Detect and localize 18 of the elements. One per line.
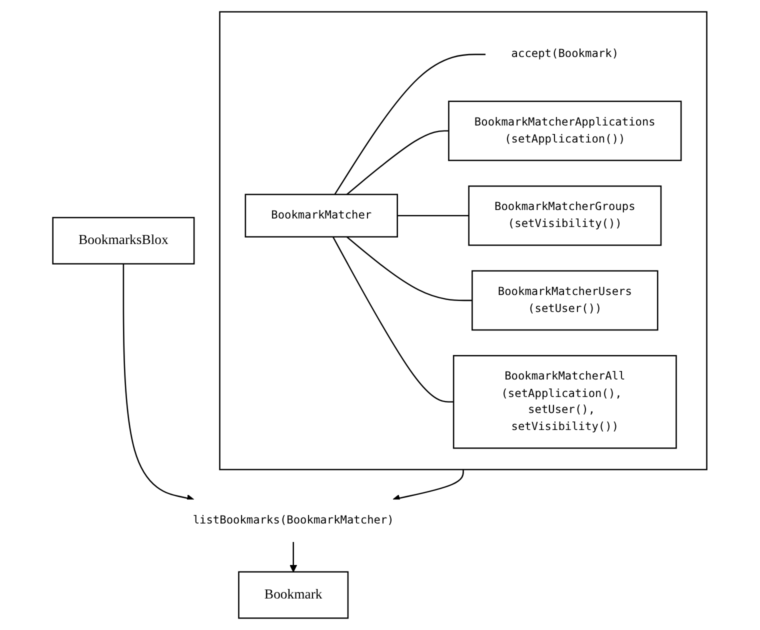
node-box: BookmarkMatcherApplications (setApplication())	[448, 100, 682, 162]
node-box: Bookmark	[238, 571, 349, 619]
connector	[332, 236, 454, 403]
node-box: BookmarkMatcherUsers (setUser())	[472, 270, 658, 331]
node-box: BookmarkMatcherAll (setApplication(), setUser(), setVisibility())	[453, 355, 678, 449]
node-text: listBookmarks(BookmarkMatcher)	[193, 514, 394, 527]
node-box: BookmarkMatcher	[244, 194, 398, 238]
node-box: BookmarksBlox	[52, 216, 195, 264]
cluster	[219, 11, 708, 470]
arrow	[123, 264, 194, 502]
arrow	[392, 470, 464, 502]
connector	[346, 236, 472, 302]
arrow	[290, 542, 298, 572]
node-box: BookmarkMatcherGroups (setVisibility())	[468, 185, 662, 246]
connector	[398, 215, 470, 216]
node-text: accept(Bookmark)	[511, 48, 619, 61]
connector	[334, 54, 486, 195]
connector	[346, 130, 449, 195]
